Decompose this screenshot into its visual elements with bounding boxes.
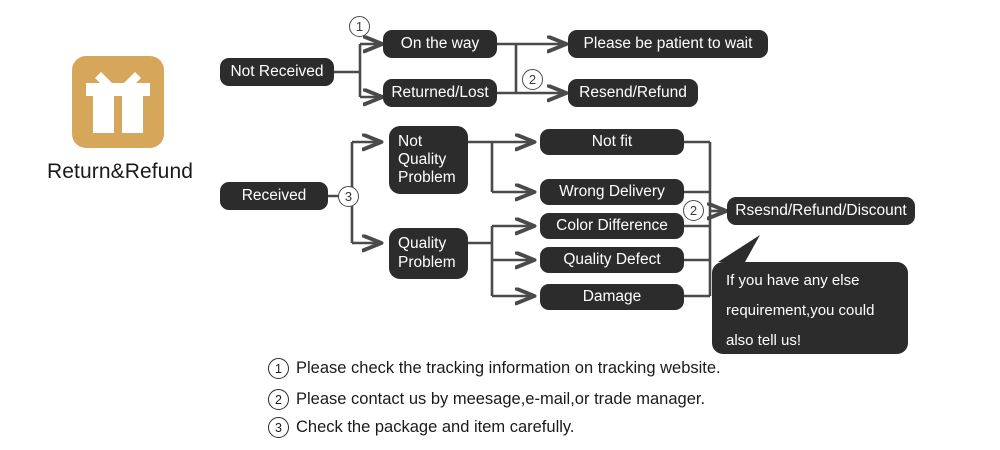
marker-3: 3: [338, 186, 359, 207]
footnote-text-3: Check the package and item carefully.: [296, 418, 575, 436]
speech-bubble-text: If you have any else requirement,you cou…: [726, 272, 875, 349]
node-not-received[interactable]: Not Received: [220, 58, 334, 86]
footnote-marker-3: 3: [268, 417, 289, 438]
footnote-text-2: Please contact us by meesage,e-mail,or t…: [296, 390, 706, 408]
marker-2-top: 2: [522, 69, 543, 90]
speech-bubble: [712, 262, 908, 354]
node-not-fit[interactable]: Not fit: [540, 129, 684, 155]
footnote-3: 3 Check the package and item carefully.: [268, 417, 575, 438]
footnote-marker-1: 1: [268, 358, 289, 379]
logo-caption: Return&Refund: [46, 160, 194, 183]
footnote-text-1: Please check the tracking information on…: [296, 359, 721, 377]
node-damage[interactable]: Damage: [540, 284, 684, 310]
node-received[interactable]: Received: [220, 182, 328, 210]
node-not-quality-problem[interactable]: Not Quality Problem: [389, 126, 468, 194]
node-returned-lost[interactable]: Returned/Lost: [383, 79, 497, 107]
marker-2-bottom: 2: [683, 200, 704, 221]
node-resend-refund[interactable]: Resend/Refund: [568, 79, 698, 107]
footnote-2: 2 Please contact us by meesage,e-mail,or…: [268, 389, 705, 410]
footnote-1: 1 Please check the tracking information …: [268, 358, 721, 379]
node-wrong-delivery[interactable]: Wrong Delivery: [540, 179, 684, 205]
footnote-marker-2: 2: [268, 389, 289, 410]
bubble-tail: [718, 235, 760, 262]
gift-icon: [72, 56, 164, 148]
node-on-the-way[interactable]: On the way: [383, 30, 497, 58]
node-color-difference[interactable]: Color Difference: [540, 213, 684, 239]
gift-icon-glyph: [86, 72, 150, 133]
node-quality-defect[interactable]: Quality Defect: [540, 247, 684, 273]
marker-1: 1: [349, 16, 370, 37]
node-final-resolution[interactable]: Rsesnd/Refund/Discount: [727, 197, 915, 225]
node-quality-problem[interactable]: Quality Problem: [389, 228, 468, 279]
node-please-be-patient[interactable]: Please be patient to wait: [568, 30, 768, 58]
